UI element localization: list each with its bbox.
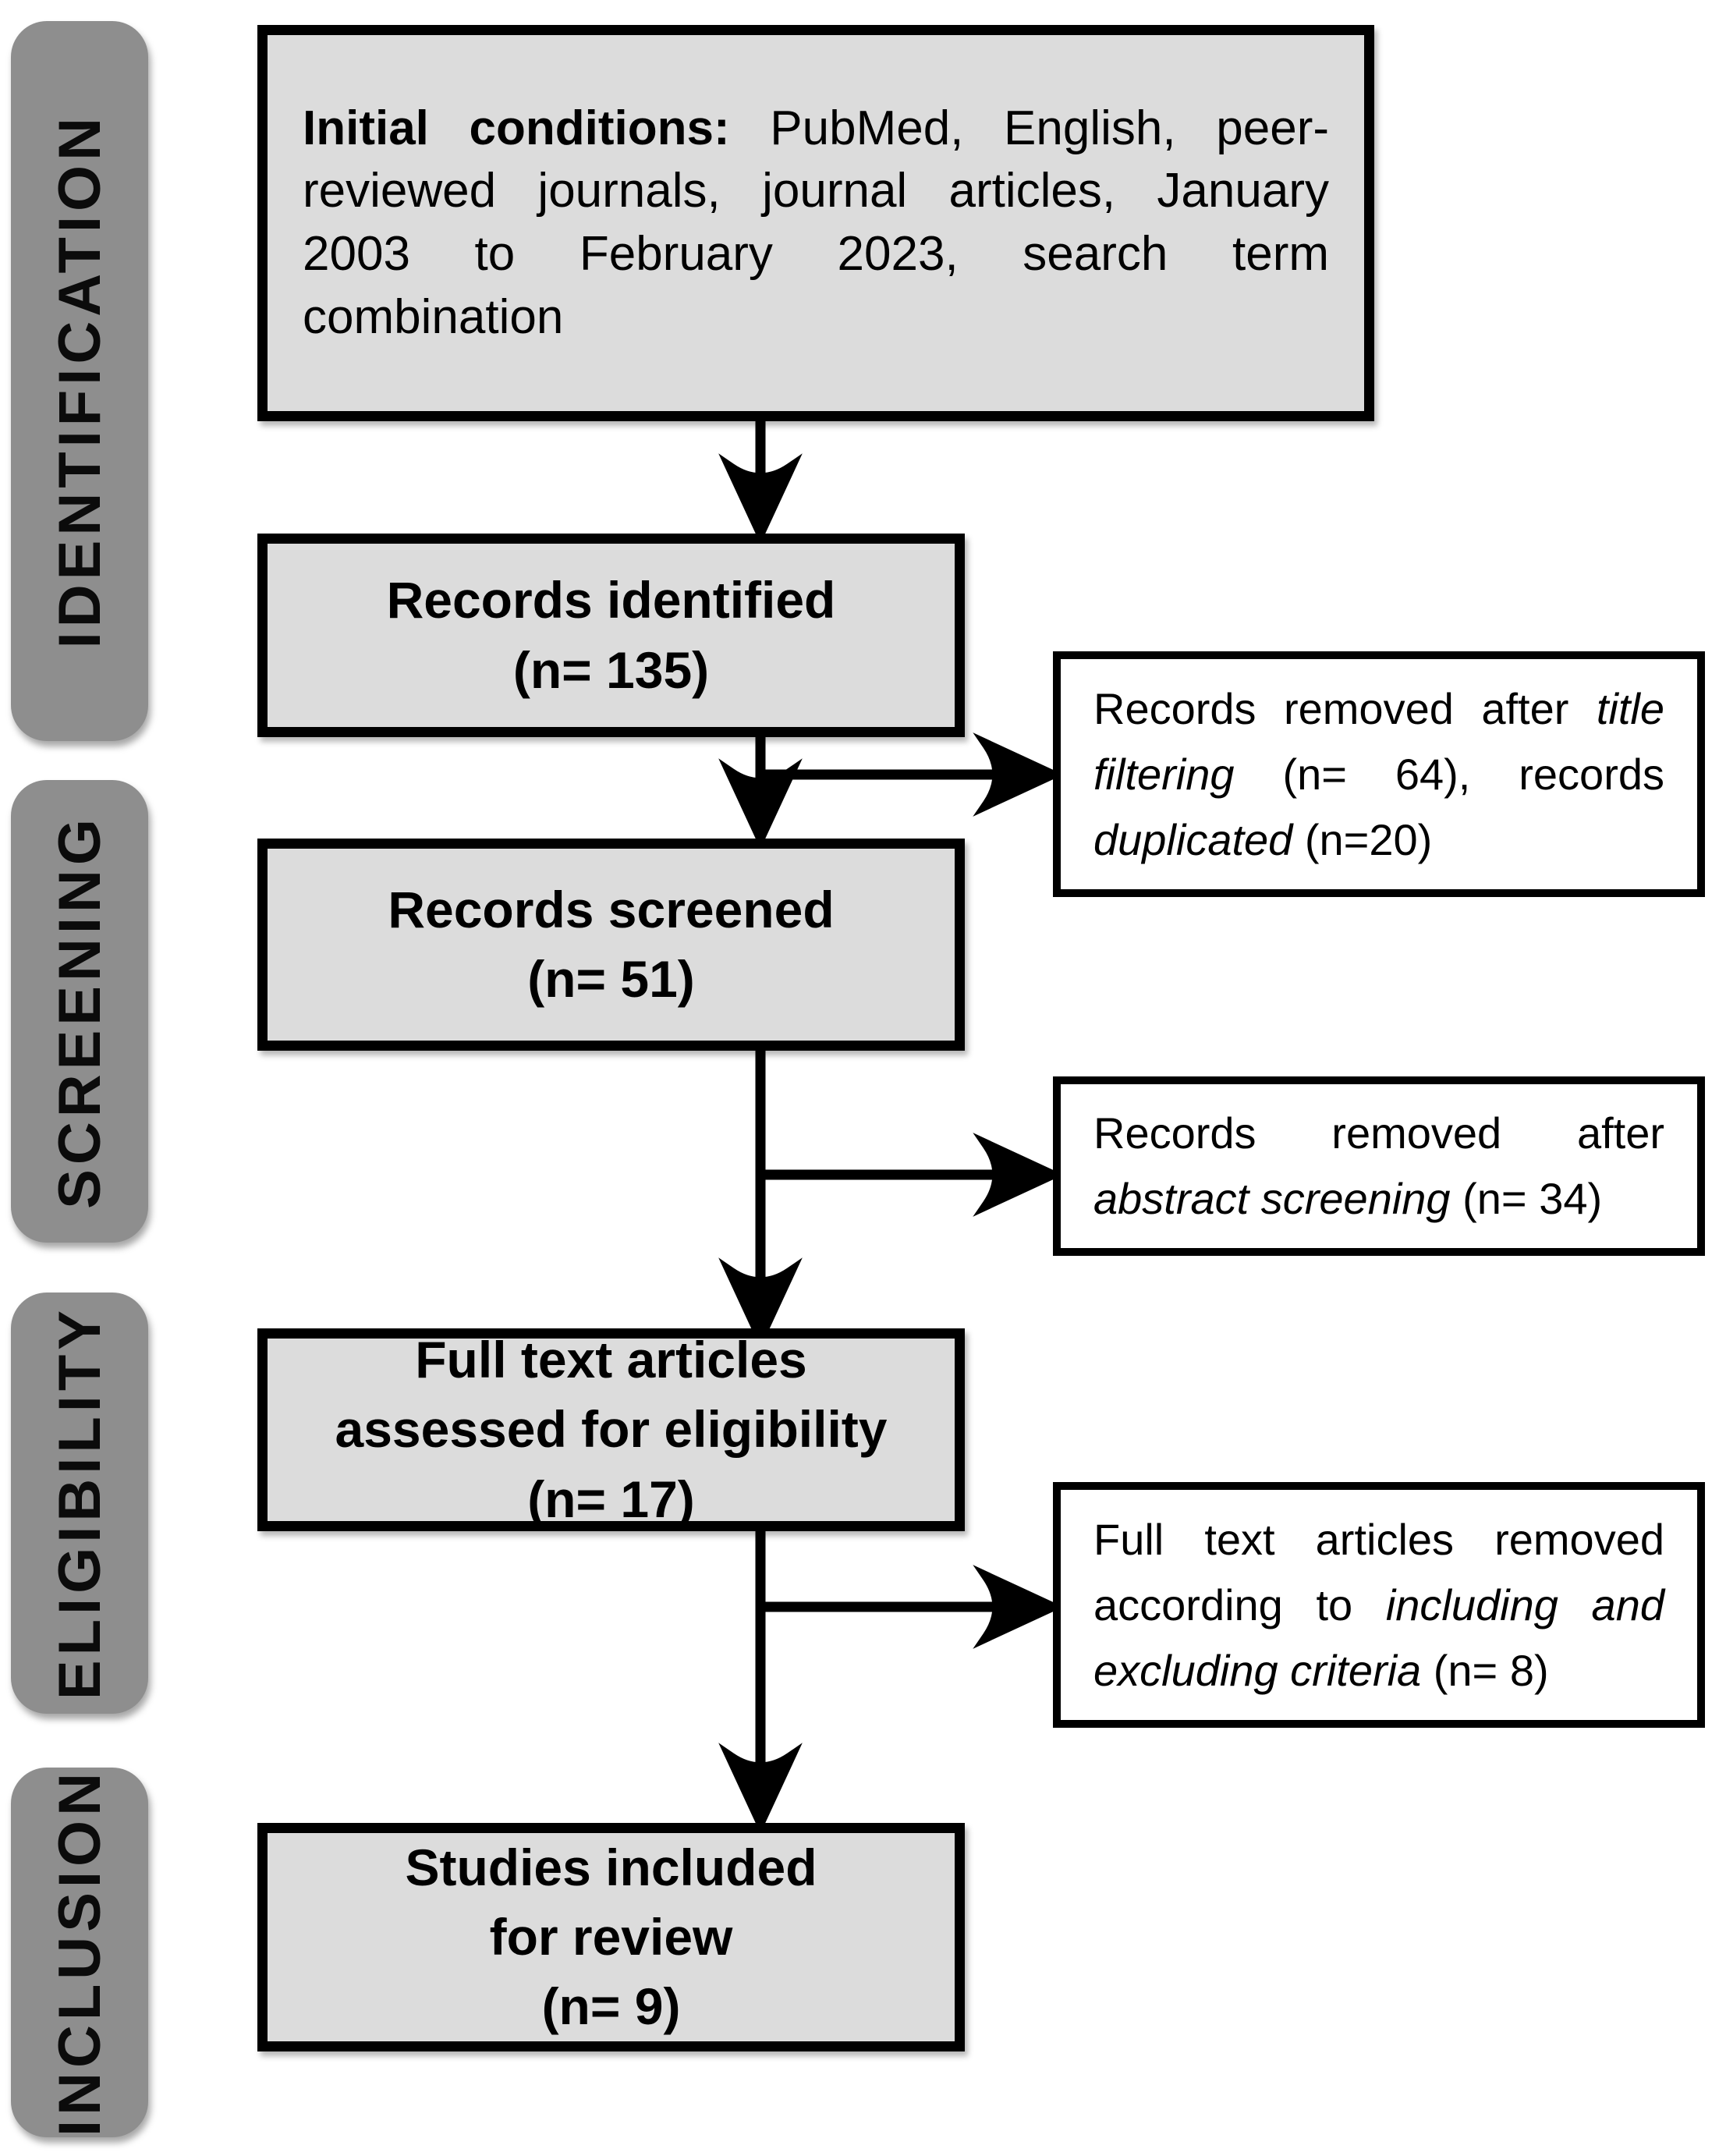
- arrow-fulltext-to-included: [718, 1530, 803, 1834]
- initial-conditions-box: Initial conditions: PubMed, English, pee…: [257, 25, 1374, 421]
- phase-inclusion: INCLUSION: [11, 1768, 148, 2137]
- phase-identification: IDENTIFICATION: [11, 21, 148, 741]
- arrow-branch-title-filtering: [760, 732, 1064, 817]
- phase-eligibility: ELIGIBILITY: [11, 1293, 148, 1714]
- records-identified-text: Records identified(n= 135): [386, 571, 836, 699]
- removed-title-filtering-text: Records removed after title filtering (n…: [1093, 683, 1664, 864]
- records-screened-text: Records screened(n= 51): [388, 880, 835, 1008]
- removed-abstract-screening-box: Records removed after abstract screening…: [1053, 1076, 1705, 1256]
- removed-full-text-box: Full text articles removed according to …: [1053, 1482, 1705, 1728]
- phase-screening: SCREENING: [11, 780, 148, 1243]
- records-identified-box: Records identified(n= 135): [257, 534, 965, 737]
- arrow-branch-criteria-removed: [760, 1565, 1064, 1649]
- arrow-initial-to-identified: [718, 421, 803, 544]
- phase-screening-label: SCREENING: [46, 814, 113, 1209]
- arrow-screened-to-fulltext: [718, 1049, 803, 1349]
- removed-full-text-text: Full text articles removed according to …: [1093, 1514, 1664, 1695]
- phase-identification-label: IDENTIFICATION: [46, 113, 113, 649]
- phase-eligibility-label: ELIGIBILITY: [46, 1306, 113, 1700]
- removed-abstract-screening-text: Records removed after abstract screening…: [1093, 1108, 1664, 1223]
- arrow-branch-abstract-screening: [760, 1133, 1064, 1217]
- arrow-identified-to-screened: [718, 736, 803, 849]
- initial-conditions-text: Initial conditions: PubMed, English, pee…: [303, 101, 1329, 344]
- removed-title-filtering-box: Records removed after title filtering (n…: [1053, 651, 1705, 897]
- records-screened-box: Records screened(n= 51): [257, 839, 965, 1051]
- phase-inclusion-label: INCLUSION: [46, 1768, 113, 2136]
